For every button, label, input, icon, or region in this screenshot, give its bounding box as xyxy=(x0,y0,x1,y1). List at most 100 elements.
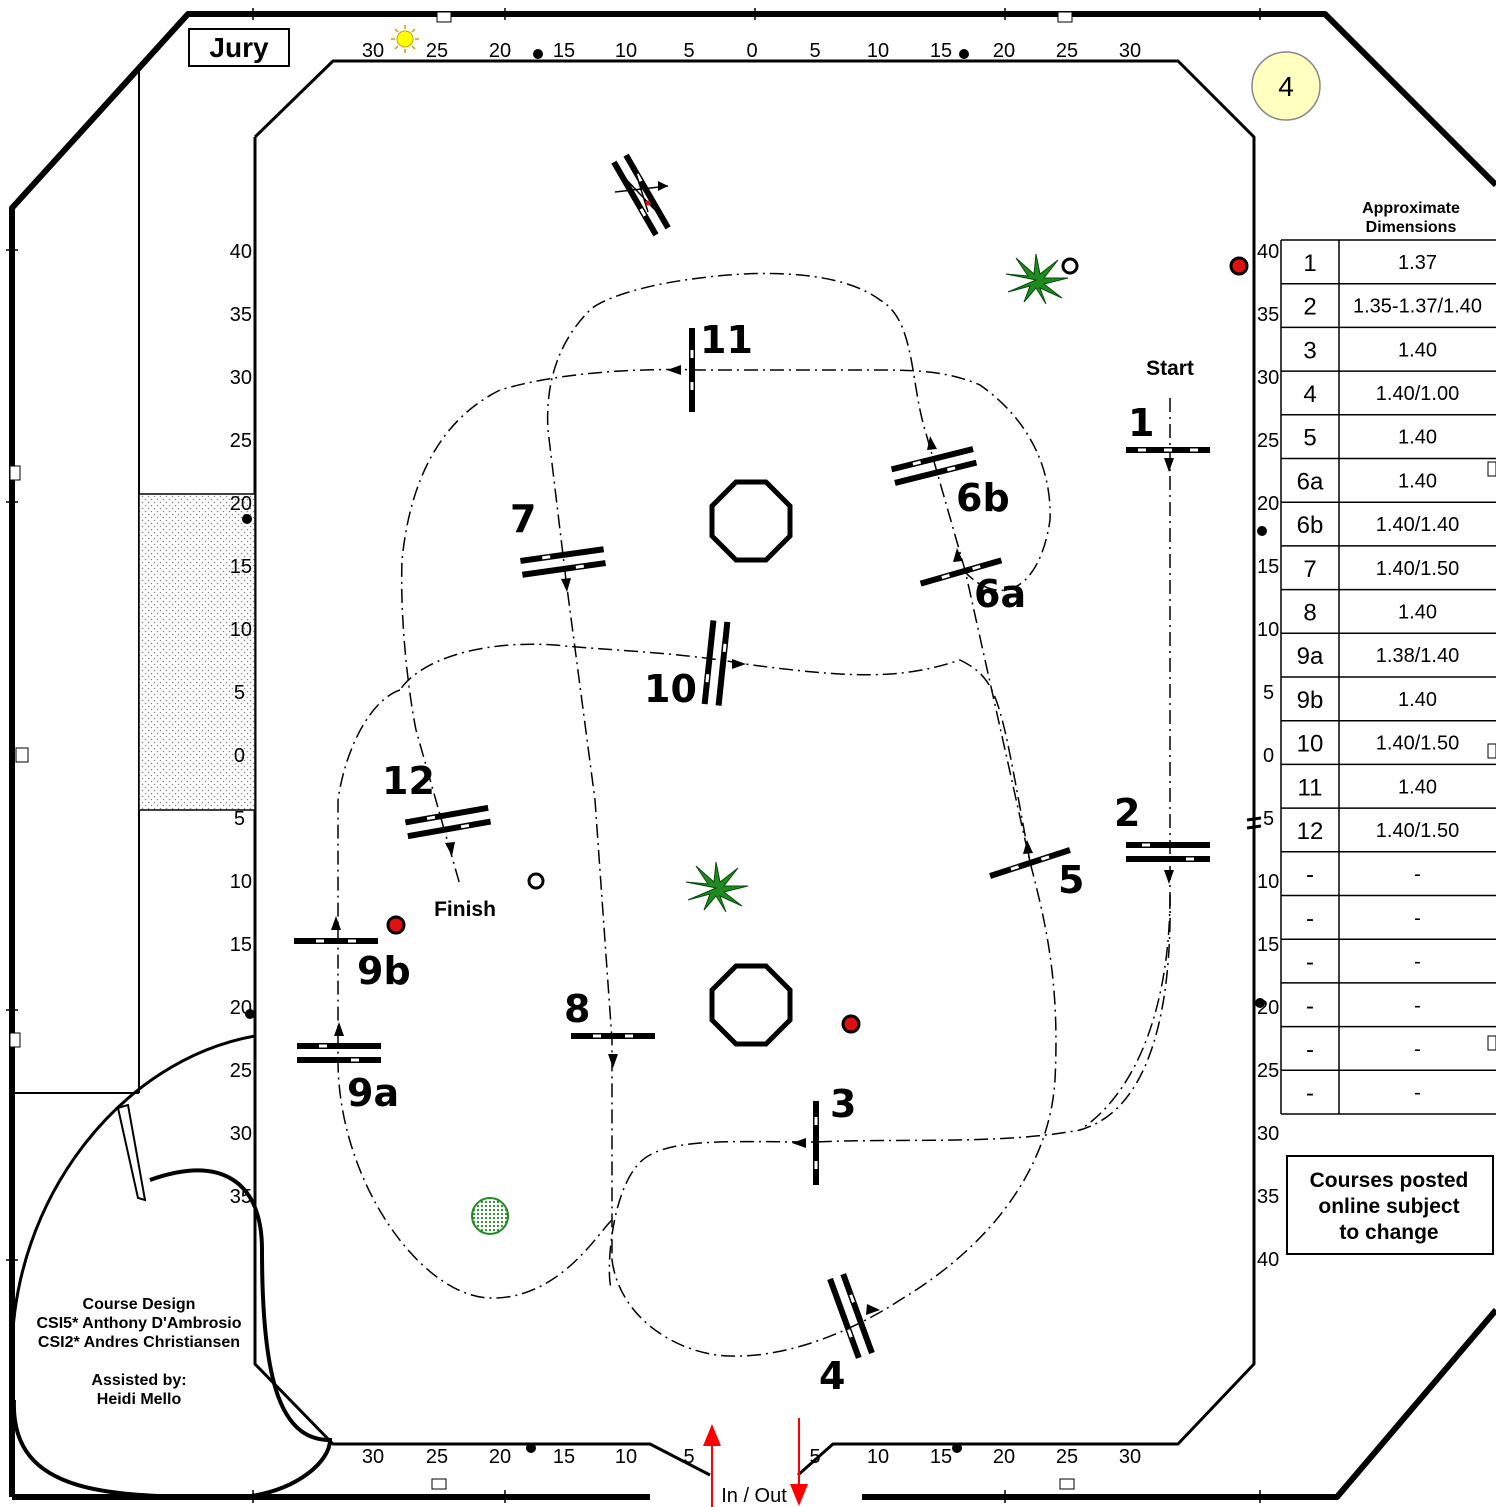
scale-right-label: 35 xyxy=(1257,1186,1279,1208)
fence-12 xyxy=(404,804,492,840)
dimension-value: 1.40 xyxy=(1398,339,1437,361)
black-marker xyxy=(959,49,969,59)
in-out-label: In / Out xyxy=(721,1485,787,1507)
notice-line: online subject xyxy=(1318,1195,1459,1218)
route-segment xyxy=(608,398,1171,1291)
scale-ticks xyxy=(6,8,1261,1503)
dimension-value: - xyxy=(1414,864,1421,886)
scale-top-label: 30 xyxy=(362,40,384,62)
fence-label: 2 xyxy=(1114,791,1140,835)
dimension-fence-number: 12 xyxy=(1297,818,1324,845)
scale-left-label: 5 xyxy=(234,682,245,704)
dimension-value: - xyxy=(1414,951,1421,973)
dimension-value: 1.35-1.37/1.40 xyxy=(1353,296,1482,318)
finish-label: Finish xyxy=(434,898,496,921)
right-gate xyxy=(1246,816,1262,830)
dimension-fence-number: 3 xyxy=(1303,337,1316,364)
arrow-icon xyxy=(792,1138,806,1148)
fence-label: 1 xyxy=(1128,401,1154,445)
dimension-fence-number: 4 xyxy=(1303,381,1316,408)
dimension-value: 1.40/1.00 xyxy=(1376,383,1459,405)
red-marker xyxy=(1229,256,1249,276)
fence-9a xyxy=(297,1043,381,1063)
route-segment xyxy=(337,689,613,1299)
dimension-value: - xyxy=(1414,995,1421,1017)
route-segment xyxy=(399,643,1031,863)
scale-top-label: 0 xyxy=(746,40,757,62)
direction-arrows xyxy=(331,365,1174,1315)
black-marker xyxy=(245,1009,255,1019)
arrow-icon xyxy=(608,1054,618,1068)
scale-right-label: 0 xyxy=(1263,745,1274,767)
dimension-value: - xyxy=(1414,1038,1421,1060)
vip-tent-inner xyxy=(11,1168,333,1500)
notice-line: to change xyxy=(1339,1221,1438,1244)
dimension-fence-number: - xyxy=(1306,862,1314,889)
scale-right-label: 25 xyxy=(1257,1060,1279,1082)
scale-right-label: 15 xyxy=(1257,934,1279,956)
dimension-fence-number: - xyxy=(1306,993,1314,1020)
scale-top-label: 20 xyxy=(993,40,1015,62)
scale-bottom-label: 20 xyxy=(993,1446,1015,1468)
dimension-fence-number: 8 xyxy=(1303,599,1316,626)
fence-label: 4 xyxy=(819,1354,845,1398)
green-flower-icon xyxy=(471,1197,509,1235)
fence-label: 5 xyxy=(1058,858,1084,902)
scale-top-label: 30 xyxy=(1119,40,1141,62)
dimension-value: - xyxy=(1414,1082,1421,1104)
dimension-value: - xyxy=(1414,907,1421,929)
octagon-obstacle xyxy=(709,479,793,563)
arrow-icon xyxy=(866,1304,880,1315)
scale-top-label: 25 xyxy=(1056,40,1078,62)
scale-left-label: 0 xyxy=(234,745,245,767)
course-badge-circle xyxy=(1251,51,1321,121)
fence-label: 7 xyxy=(510,497,536,541)
credits-designer: CSI5* Anthony D'Ambrosio xyxy=(37,1315,242,1332)
arrow-icon xyxy=(1164,458,1174,472)
scale-left-label: 40 xyxy=(230,241,252,263)
scale-bottom-label: 5 xyxy=(683,1446,694,1468)
scale-left-label: 35 xyxy=(230,1186,252,1208)
scale-left-label: 25 xyxy=(230,430,252,452)
black-marker xyxy=(1255,998,1265,1008)
arrow-down-icon xyxy=(790,1484,808,1506)
scale-left-label: 15 xyxy=(230,934,252,956)
dimensions-title: Approximate xyxy=(1362,200,1460,217)
dimension-value: 1.40 xyxy=(1398,601,1437,623)
vip-walkway xyxy=(116,1103,147,1202)
credits-assist-heading: Assisted by: xyxy=(91,1372,186,1389)
scale-left-label: 35 xyxy=(230,304,252,326)
arrow-icon xyxy=(732,659,746,669)
inner-ring-wall xyxy=(253,59,1256,1477)
scale-right-label: 25 xyxy=(1257,430,1279,452)
fence-8 xyxy=(571,1033,655,1039)
scale-top-label: 25 xyxy=(426,40,448,62)
course-badge-number: 4 xyxy=(1278,71,1294,102)
scale-top-label: 15 xyxy=(930,40,952,62)
credits: Course Design CSI5* Anthony D'Ambrosio C… xyxy=(37,1296,242,1408)
white-marker xyxy=(1061,257,1079,275)
scale-left-label: 25 xyxy=(230,1060,252,1082)
black-marker xyxy=(526,1443,536,1453)
dimension-fence-number: 2 xyxy=(1303,294,1316,321)
black-marker xyxy=(952,1443,962,1453)
red-marker xyxy=(841,1014,861,1034)
scale-right-label: 40 xyxy=(1257,241,1279,263)
arrow-icon xyxy=(927,436,937,450)
dimension-value: 1.40/1.50 xyxy=(1376,733,1459,755)
fence-label: 11 xyxy=(700,318,753,362)
scale-right-label: 5 xyxy=(1263,808,1274,830)
scale-left-label: 5 xyxy=(234,808,245,830)
scale-top-label: 5 xyxy=(683,40,694,62)
scale-left-label: 30 xyxy=(230,1123,252,1145)
route-segment xyxy=(1079,894,1171,1131)
arrow-icon xyxy=(1023,840,1033,854)
dimension-value: 1.40 xyxy=(1398,427,1437,449)
dimension-value: 1.40 xyxy=(1398,689,1437,711)
plant-icon xyxy=(1005,253,1069,305)
scale-left-label: 10 xyxy=(230,619,252,641)
scale-right-label: 5 xyxy=(1263,682,1274,704)
dimension-fence-number: - xyxy=(1306,1080,1314,1107)
dimension-fence-number: 10 xyxy=(1297,731,1324,758)
arrow-icon xyxy=(1164,870,1174,884)
